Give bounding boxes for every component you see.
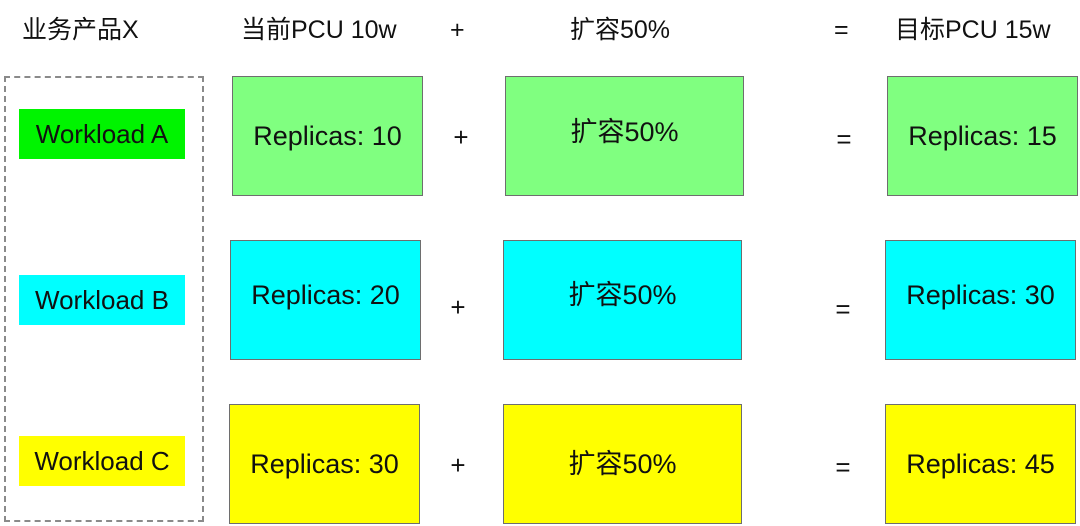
- scale-header: 扩容50%: [570, 16, 671, 44]
- product-title: 业务产品X: [22, 16, 139, 44]
- workload-b-equals-sign: =: [835, 294, 851, 324]
- workload-c-plus-sign: +: [450, 450, 466, 480]
- workload-c-scale-box: 扩容50%: [503, 404, 742, 524]
- workload-c-label: Workload C: [19, 436, 185, 486]
- workload-b-plus-sign: +: [450, 292, 466, 322]
- header-equals-sign: =: [834, 16, 849, 44]
- workload-a-target-replicas-box: Replicas: 15: [887, 76, 1078, 196]
- workload-b-target-replicas-box: Replicas: 30: [885, 240, 1076, 360]
- workload-b-label: Workload B: [19, 275, 185, 325]
- workload-group-frame: [4, 76, 204, 522]
- workload-c-target-replicas-box: Replicas: 45: [885, 404, 1076, 524]
- workload-a-current-replicas-box: Replicas: 10: [232, 76, 423, 196]
- workload-a-plus-sign: +: [453, 122, 469, 152]
- workload-c-equals-sign: =: [835, 452, 851, 482]
- workload-a-scale-box: 扩容50%: [505, 76, 744, 196]
- header-plus-sign: +: [450, 16, 465, 44]
- workload-a-equals-sign: =: [836, 124, 852, 154]
- workload-b-scale-box: 扩容50%: [503, 240, 742, 360]
- workload-c-current-replicas-box: Replicas: 30: [229, 404, 420, 524]
- workload-a-label: Workload A: [19, 109, 185, 159]
- current-pcu-header: 当前PCU 10w: [241, 16, 397, 44]
- target-pcu-header: 目标PCU 15w: [895, 16, 1051, 44]
- workload-b-current-replicas-box: Replicas: 20: [230, 240, 421, 360]
